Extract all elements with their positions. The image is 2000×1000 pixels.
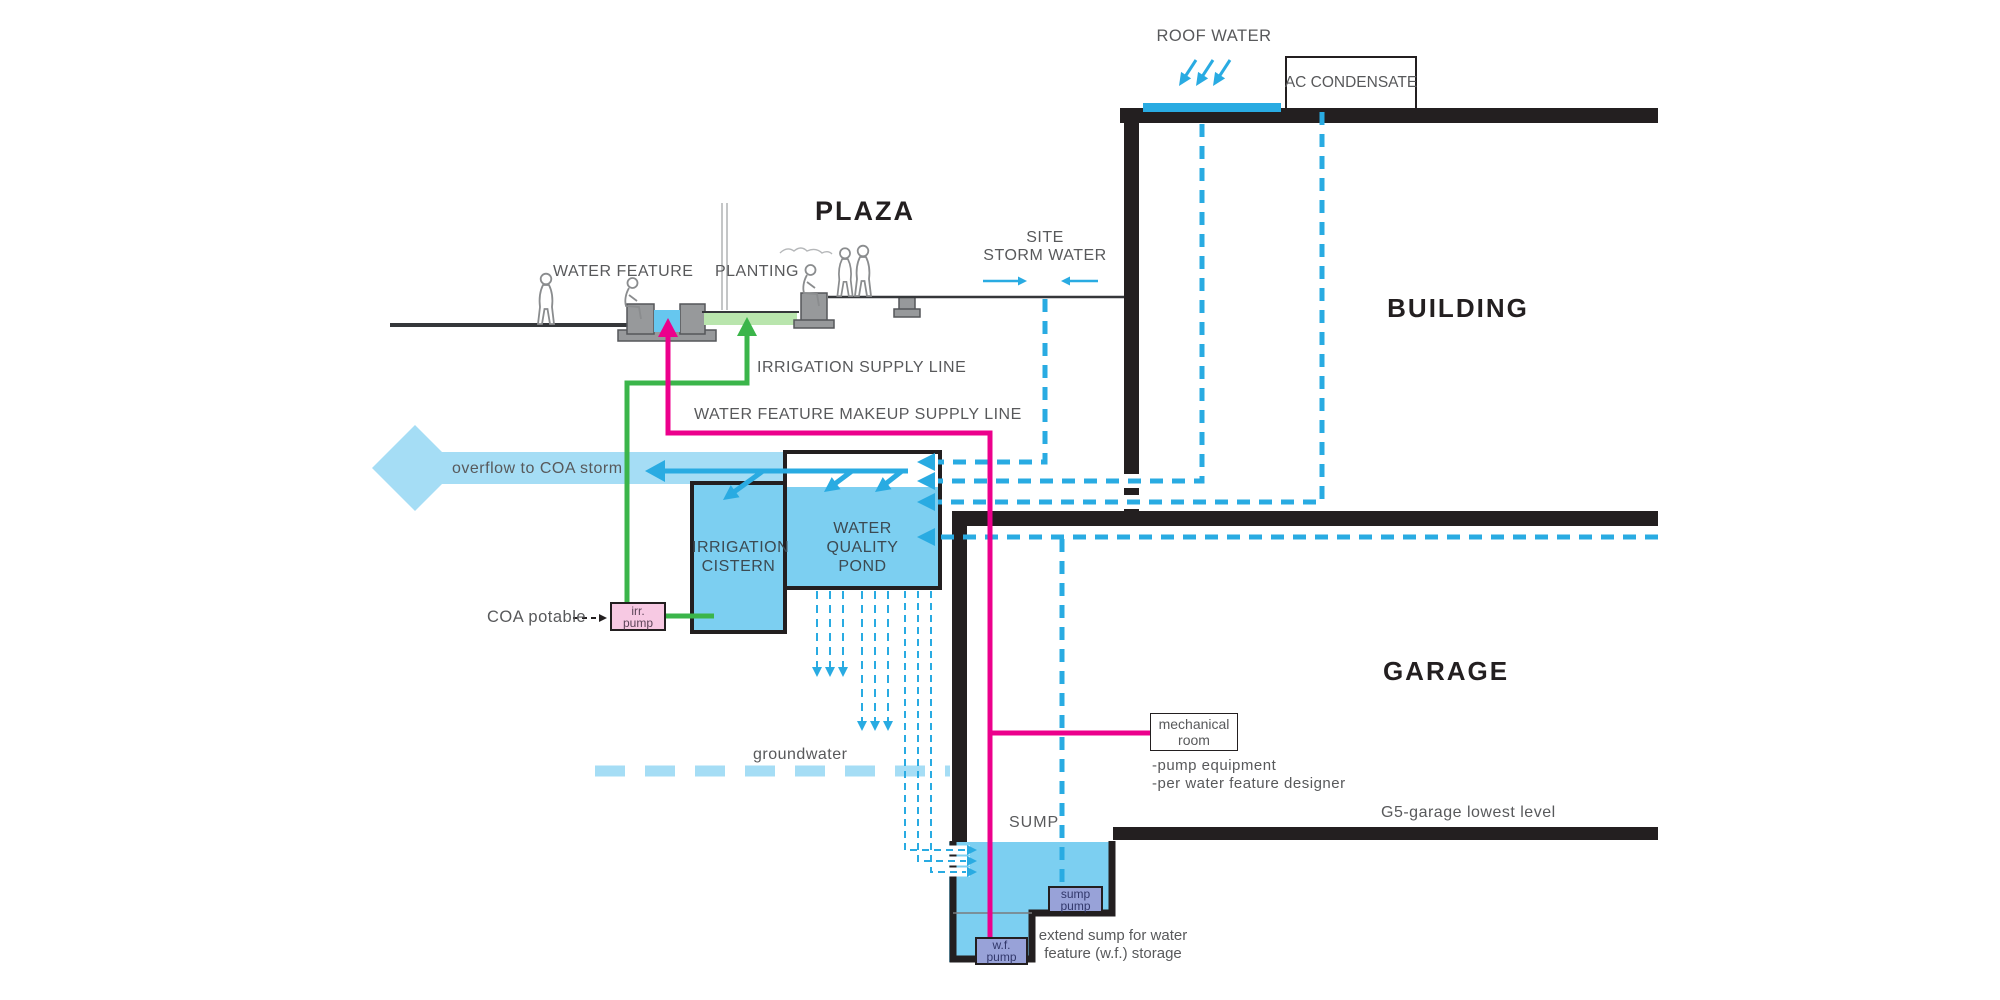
wf-makeup-path: [658, 318, 1150, 937]
mech-note-2: -per water feature designer: [1152, 775, 1346, 792]
extend-sump-line2: feature (w.f.) storage: [1044, 945, 1182, 962]
irrigation-cistern: [690, 481, 787, 634]
tree: [721, 203, 833, 310]
roof-water-bar: [1143, 103, 1281, 112]
pond-label-line3: POND: [838, 558, 887, 575]
pond-inlet-arrows: [917, 453, 935, 546]
irr-pump-box: irr. pump: [610, 602, 666, 631]
coa-potable-arrow: [573, 614, 607, 622]
site-storm-label-1: SITE: [1026, 229, 1064, 246]
cistern-label-line2: CISTERN: [701, 558, 776, 575]
g5-label: G5-garage lowest level: [1381, 804, 1556, 821]
irrigation-supply-path: [624, 317, 757, 619]
ac-condensate-box: AC CONDENSATE: [1285, 56, 1417, 110]
site-storm-label-2: STORM WATER: [983, 247, 1107, 264]
rain-arrows-icon: [1179, 59, 1232, 86]
mech-note-1: -pump equipment: [1152, 757, 1277, 774]
overflow-pipe-arrowheads: [645, 460, 892, 500]
sump-pump-line2: pump: [1060, 898, 1091, 913]
roof-water-pipe: [938, 124, 1205, 484]
pond-label: WATER QUALITY POND: [787, 519, 938, 576]
pond-label-line1: WATER: [833, 520, 892, 537]
overflow-label: overflow to COA storm: [452, 460, 623, 477]
wf-pump-line1: w.f.: [992, 938, 1011, 952]
sump-pump-line1: sump: [1060, 886, 1091, 901]
extend-sump-note: extend sump for water feature (w.f.) sto…: [1038, 927, 1188, 963]
wf-pump-line2: pump: [986, 950, 1017, 964]
sump-pump-box: sump pump: [1048, 886, 1103, 913]
groundwater-label: groundwater: [753, 746, 848, 763]
collection-pipes: [938, 112, 1658, 884]
sump-label: SUMP: [1009, 814, 1060, 831]
extend-sump-line1: extend sump for water: [1038, 927, 1188, 944]
sump-inlet-lines: [904, 591, 977, 877]
ac-condensate-pipe: [938, 112, 1325, 505]
pond-label-line2: QUALITY: [826, 539, 899, 556]
irr-pump-line2: pump: [622, 615, 654, 630]
site-storm-pipe: [938, 299, 1048, 465]
sump-inlet-arrows: [967, 845, 977, 877]
irrigation-supply-label: IRRIGATION SUPPLY LINE: [757, 359, 967, 376]
cistern-label: IRRIGATION CISTERN: [692, 538, 790, 576]
garage-title: GARAGE: [1382, 656, 1510, 686]
wf-makeup-label: WATER FEATURE MAKEUP SUPPLY LINE: [694, 406, 1022, 423]
water-feature-label: WATER FEATURE: [553, 263, 694, 280]
mechanical-room-line2: room: [1178, 732, 1210, 748]
planting-strip: [704, 312, 797, 325]
cistern-label-line1: IRRIGATION: [692, 539, 790, 556]
plaza-title: PLAZA: [815, 196, 915, 226]
planting-label: PLANTING: [714, 263, 799, 280]
mechanical-room-box: mechanical room: [1150, 713, 1238, 751]
infiltration-arrowheads: [812, 667, 893, 731]
planters: [793, 292, 921, 329]
garage-structure: [952, 511, 1658, 844]
irr-pump-line1: irr.: [631, 603, 645, 618]
infiltration-lines: [816, 591, 889, 722]
building-title: BUILDING: [1387, 293, 1529, 323]
roof-water-label: ROOF WATER: [1156, 27, 1272, 45]
wf-pump-box: w.f. pump: [975, 937, 1028, 965]
mechanical-room-line1: mechanical: [1158, 716, 1230, 732]
coa-potable-label: COA potable: [487, 608, 587, 626]
overflow-arrow-icon: [372, 425, 785, 511]
storm-water-arrows-icon: [983, 276, 1098, 286]
water-quality-pond: [783, 450, 942, 590]
